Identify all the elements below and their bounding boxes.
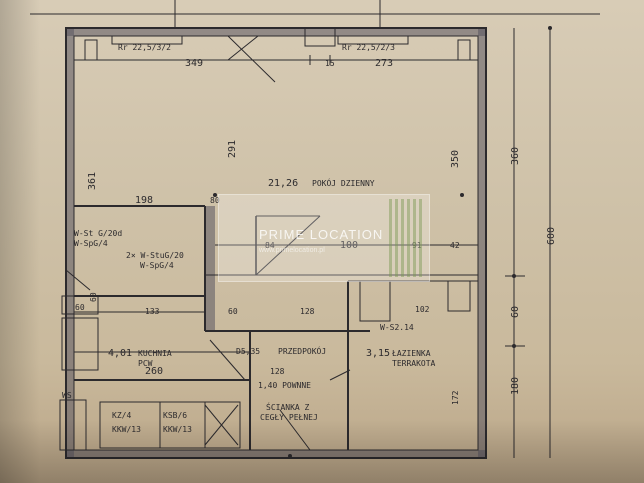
door-swings <box>65 35 351 451</box>
dim-right-350: 350 <box>450 150 461 168</box>
dim-60-b: 60 <box>228 307 238 316</box>
vents-left-1: W-St G/20d <box>74 229 122 238</box>
vents-left-2: W-SpG/4 <box>74 239 108 248</box>
kitchen-area: 4,01 <box>108 348 132 359</box>
kitchen-name: KUCHNIA <box>138 349 172 358</box>
partition-line2: CEGŁY PEŁNEJ <box>260 413 318 422</box>
watermark: PRIME LOCATION www.primelocation.pl <box>218 194 430 282</box>
vents-mid-2: W-SpG/4 <box>140 261 174 270</box>
dim-60-c: 60 <box>89 292 98 302</box>
dim-172: 172 <box>451 390 460 405</box>
dim-right-180: 180 <box>510 377 521 395</box>
bathroom-sub: TERRAKOTA <box>392 359 436 368</box>
top-dimensions: 349 15 273 Rr 22,5/3/2 Rr 22,5/2/3 <box>118 43 395 69</box>
vents-mid-1: 2× W-StuG/20 <box>126 251 184 260</box>
partition-line1: ŚCIANKA Z <box>266 401 310 412</box>
appliance-2: KSB/6 <box>163 411 187 420</box>
dim-left-361: 361 <box>87 172 98 190</box>
dim-right-600: 600 <box>546 227 557 245</box>
living-room-name: POKÓJ DZIENNY <box>312 177 375 188</box>
right-dimension-lines <box>505 26 552 458</box>
closet-label: 1,40 POWNNE <box>258 381 311 390</box>
dim-128-b: 128 <box>270 367 285 376</box>
dim-100: 100 <box>340 240 358 251</box>
bathroom-area: 3,15 <box>366 348 390 359</box>
outer-walls <box>65 27 487 459</box>
bathroom-name: ŁAZIENKA <box>391 349 431 358</box>
dim-84: 84 <box>265 241 275 250</box>
dim-133: 133 <box>145 307 160 316</box>
dim-top-mid: 15 <box>325 59 335 68</box>
dim-260: 260 <box>145 366 163 377</box>
dim-42: 42 <box>450 241 460 250</box>
center-dimension-line <box>74 193 478 458</box>
dim-top-right: 273 <box>375 58 393 69</box>
dim-left-291: 291 <box>227 140 238 158</box>
dim-128-a: 128 <box>300 307 315 316</box>
watermark-logo-icon <box>389 199 423 277</box>
watermark-title: PRIME LOCATION <box>259 227 384 242</box>
dim-right-60: 60 <box>510 306 521 318</box>
right-dimensions: 360 600 60 180 350 <box>450 147 557 395</box>
top-dimension-line <box>74 55 478 65</box>
dim-left-198: 198 <box>135 195 153 206</box>
appliance-4: KKW/13 <box>163 425 192 434</box>
center-dimensions: 84 100 91 42 133 60 128 102 60 60 128 26… <box>75 240 460 405</box>
vent-bath: W-S2.14 <box>380 323 414 332</box>
appliance-3: KKW/13 <box>112 425 141 434</box>
watermark-sub: www.primelocation.pl <box>259 247 325 254</box>
ws-label: WS <box>62 391 72 400</box>
kitchen-sub: PCW <box>138 359 153 368</box>
dim-top-left: 349 <box>185 58 203 69</box>
left-dimensions: 361 291 198 80 <box>87 140 238 206</box>
dim-102: 102 <box>415 305 430 314</box>
dim-left-80: 80 <box>210 196 220 205</box>
hall-name: PRZEDPOKÓJ <box>278 345 326 356</box>
hall-area: D5,35 <box>236 347 260 356</box>
radiator-label-2: Rr 22,5/2/3 <box>342 43 395 52</box>
kitchen-fixtures <box>59 295 241 451</box>
dim-right-360: 360 <box>510 147 521 165</box>
radiator-label-1: Rr 22,5/3/2 <box>118 43 171 52</box>
appliance-1: KZ/4 <box>112 411 131 420</box>
living-room-area: 21,26 <box>268 178 298 189</box>
dim-91: 91 <box>412 241 422 250</box>
interior-walls <box>74 205 478 450</box>
room-labels: 21,26 POKÓJ DZIENNY 4,01 KUCHNIA PCW D5,… <box>62 177 436 434</box>
dim-60-a: 60 <box>75 303 85 312</box>
